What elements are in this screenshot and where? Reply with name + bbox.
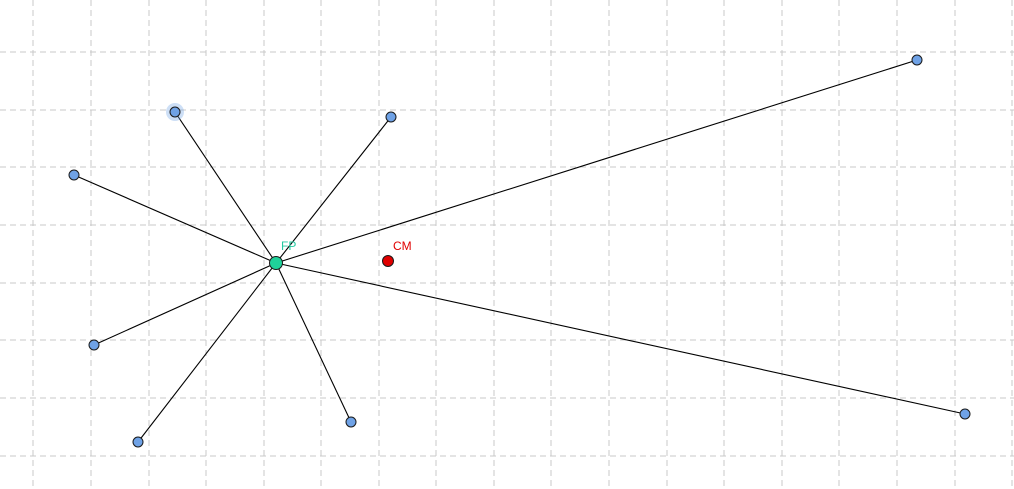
segments	[73, 59, 966, 443]
segment-2[interactable]	[275, 116, 392, 264]
segment-8[interactable]	[275, 262, 966, 415]
focal-point[interactable]: FP	[269, 239, 297, 270]
center-of-mass[interactable]: CM	[382, 239, 412, 267]
endpoint-6[interactable]	[132, 436, 144, 448]
endpoint-5[interactable]	[88, 339, 100, 351]
endpoints	[68, 54, 971, 448]
endpoint-2[interactable]	[385, 111, 397, 123]
segment-3[interactable]	[73, 174, 277, 264]
segment-7[interactable]	[275, 262, 352, 423]
center-of-mass-label: CM	[393, 239, 412, 253]
endpoint-1[interactable]	[169, 106, 181, 118]
segment-4[interactable]	[275, 59, 918, 264]
focal-point-marker[interactable]	[269, 256, 283, 270]
endpoint-3[interactable]	[68, 169, 80, 181]
endpoint-7[interactable]	[345, 416, 357, 428]
segment-6[interactable]	[137, 262, 277, 443]
segment-1[interactable]	[174, 111, 277, 264]
focal-point-label: FP	[281, 239, 296, 253]
endpoint-8[interactable]	[959, 408, 971, 420]
segment-5[interactable]	[93, 262, 277, 346]
center-of-mass-marker[interactable]	[382, 255, 394, 267]
endpoint-4[interactable]	[911, 54, 923, 66]
